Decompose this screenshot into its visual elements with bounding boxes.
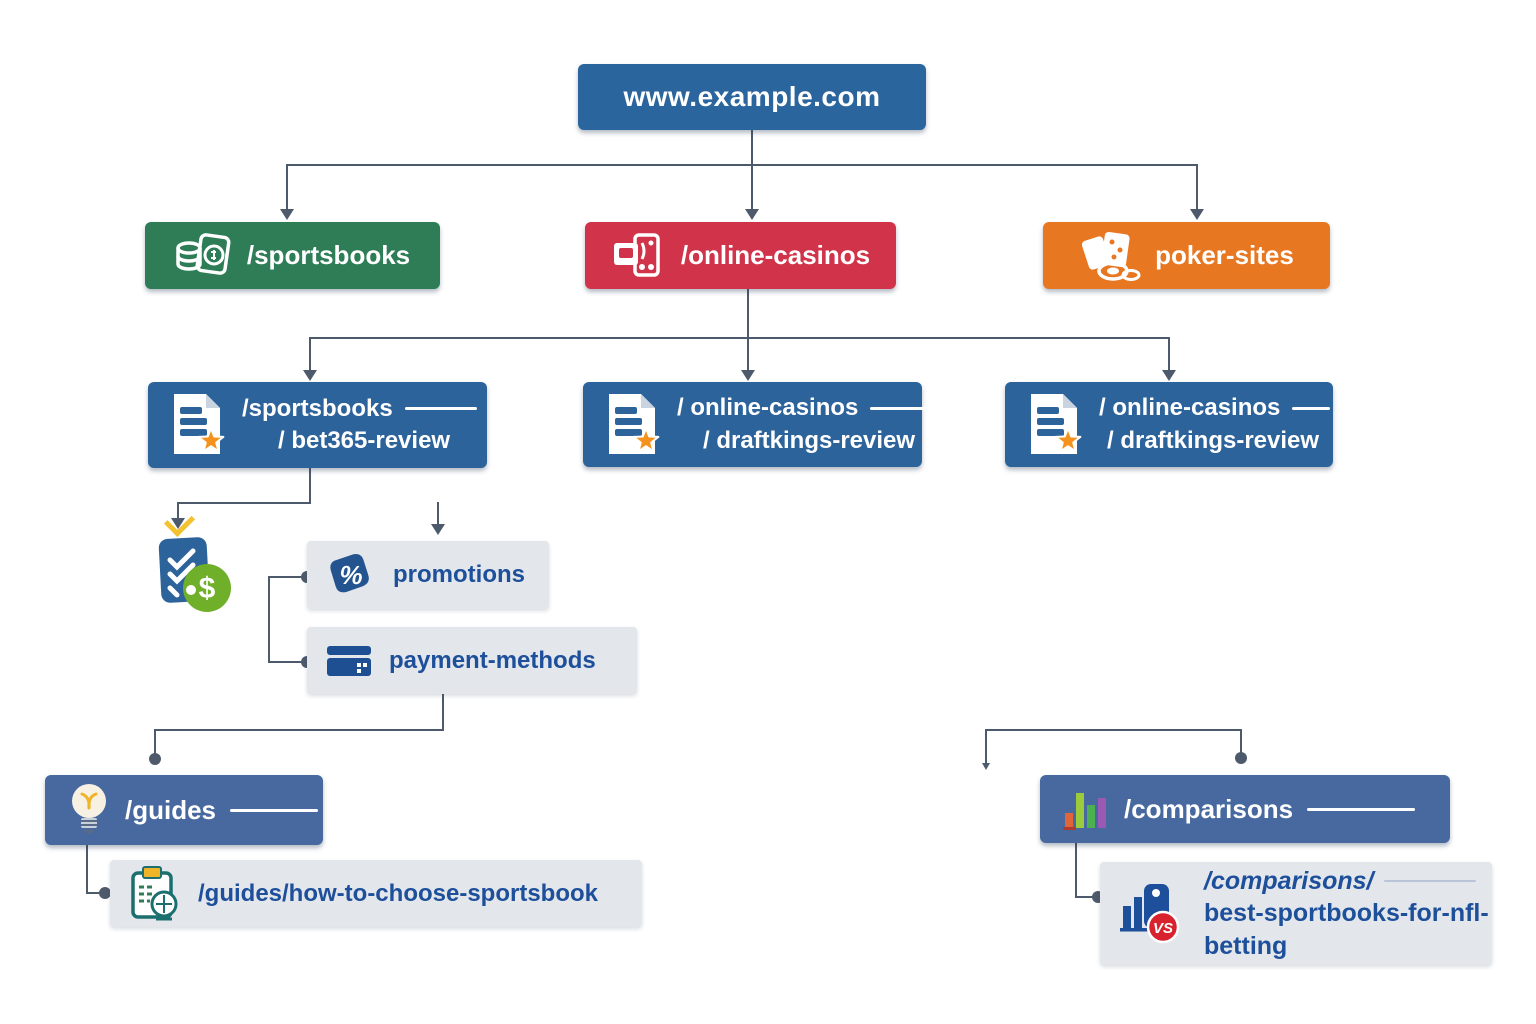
connector-line xyxy=(751,130,753,166)
node-guides[interactable]: /guides xyxy=(45,775,323,845)
connector-dot xyxy=(99,887,111,899)
arrow-down-icon xyxy=(1162,370,1176,381)
connector-line xyxy=(154,729,156,757)
credit-card-icon xyxy=(327,645,371,676)
arrow-down-icon xyxy=(431,524,445,535)
connector-line xyxy=(286,164,1198,166)
connector-line xyxy=(437,502,439,526)
connector-line xyxy=(309,468,311,503)
node-bet365-review[interactable]: /sportsbooks / bet365-review xyxy=(148,382,487,468)
node-poker-sites[interactable]: poker-sites xyxy=(1043,222,1330,289)
connector-line xyxy=(86,845,88,893)
connector-line xyxy=(1075,843,1077,898)
connector-line xyxy=(1168,337,1170,371)
document-star-icon xyxy=(174,394,225,454)
comparisons-child-prefix: /comparisons/ xyxy=(1204,866,1374,895)
review-path-line1: / online-casinos xyxy=(1099,394,1281,422)
category-label: /sportsbooks xyxy=(246,240,411,270)
node-sportsbooks[interactable]: /sportsbooks xyxy=(145,222,440,289)
svg-text:$: $ xyxy=(199,572,216,605)
arrow-down-icon xyxy=(982,763,990,770)
connector-dot xyxy=(1235,752,1247,764)
connector-line xyxy=(268,576,270,663)
connector-line xyxy=(177,502,179,520)
dash-decoration xyxy=(1292,406,1331,410)
connector-line xyxy=(286,164,288,210)
dash-decoration xyxy=(230,808,319,812)
node-online-casinos[interactable]: /online-casinos xyxy=(585,222,896,289)
node-payment-methods[interactable]: payment-methods xyxy=(307,627,637,694)
review-path-line2: / draftkings-review xyxy=(1107,426,1320,454)
dash-decoration xyxy=(404,407,477,411)
dash-decoration xyxy=(1307,807,1416,811)
connector-line xyxy=(985,729,1242,731)
connector-line xyxy=(985,729,987,765)
connector-line xyxy=(309,337,1170,339)
slot-machine-icon xyxy=(613,232,660,277)
subpage-label: promotions xyxy=(393,561,525,588)
review-path-line2: / bet365-review xyxy=(278,427,451,454)
connector-line xyxy=(1196,164,1198,210)
comparisons-child-line1: best-sportbooks-for-nfl- xyxy=(1204,899,1489,928)
dash-decoration xyxy=(870,406,927,410)
connector-line xyxy=(268,576,304,578)
category-label: /online-casinos xyxy=(680,240,871,270)
arrow-down-icon xyxy=(171,518,185,529)
dash-decoration xyxy=(1383,880,1476,882)
connector-line xyxy=(751,164,753,210)
subpage-label: payment-methods xyxy=(389,646,596,674)
comparisons-child-line2: betting xyxy=(1204,931,1288,960)
lightbulb-icon xyxy=(72,784,106,834)
comparisons-label: /comparisons xyxy=(1124,793,1294,824)
coins-cash-icon xyxy=(176,232,231,275)
node-root-domain[interactable]: www.example.com xyxy=(578,64,926,130)
arrow-down-icon xyxy=(745,209,759,220)
svg-text:VS: VS xyxy=(1153,920,1173,937)
versus-chart-icon: VS xyxy=(1120,883,1180,943)
connector-dot xyxy=(149,753,161,765)
document-star-icon xyxy=(609,393,660,454)
document-star-icon xyxy=(1031,393,1082,454)
guides-label: /guides xyxy=(125,794,217,825)
bar-chart-icon xyxy=(1063,793,1106,830)
node-draftkings-review-1[interactable]: / online-casinos / draftkings-review xyxy=(583,382,927,467)
review-path-line1: /sportsbooks xyxy=(242,394,393,422)
connector-line xyxy=(1240,729,1242,754)
review-path-line1: / online-casinos xyxy=(677,394,859,422)
clipboard-checklist-icon xyxy=(131,865,178,920)
connector-line xyxy=(747,337,749,371)
connector-line xyxy=(1075,896,1095,898)
category-label: poker-sites xyxy=(1155,240,1294,270)
percent-badge-icon: % xyxy=(330,554,369,593)
arrow-down-icon xyxy=(1190,209,1204,220)
connector-line xyxy=(268,661,304,663)
connector-line xyxy=(309,337,311,371)
root-domain-label: www.example.com xyxy=(623,81,881,112)
connector-line xyxy=(86,892,104,894)
connector-line xyxy=(747,289,749,338)
checklist-dollar-icon: $ xyxy=(158,537,231,612)
connector-line xyxy=(177,502,311,504)
node-comparisons[interactable]: /comparisons xyxy=(1040,775,1450,843)
arrow-down-icon xyxy=(741,370,755,381)
review-path-line2: / draftkings-review xyxy=(703,426,916,454)
node-draftkings-review-2[interactable]: / online-casinos / draftkings-review xyxy=(1005,382,1333,467)
node-comparisons-best-sportbooks[interactable]: VS /comparisons/ best-sportbooks-for-nfl… xyxy=(1100,862,1492,965)
connector-line xyxy=(442,694,444,731)
guides-child-label: /guides/how-to-choose-sportsbook xyxy=(198,879,598,907)
arrow-down-icon xyxy=(280,209,294,220)
svg-text:%: % xyxy=(339,560,362,590)
arrow-down-icon xyxy=(303,370,317,381)
poker-cards-icon xyxy=(1082,231,1141,281)
connector-line xyxy=(154,729,444,731)
node-promotions[interactable]: % promotions xyxy=(307,541,549,609)
node-guides-how-to-choose[interactable]: /guides/how-to-choose-sportsbook xyxy=(110,860,642,927)
